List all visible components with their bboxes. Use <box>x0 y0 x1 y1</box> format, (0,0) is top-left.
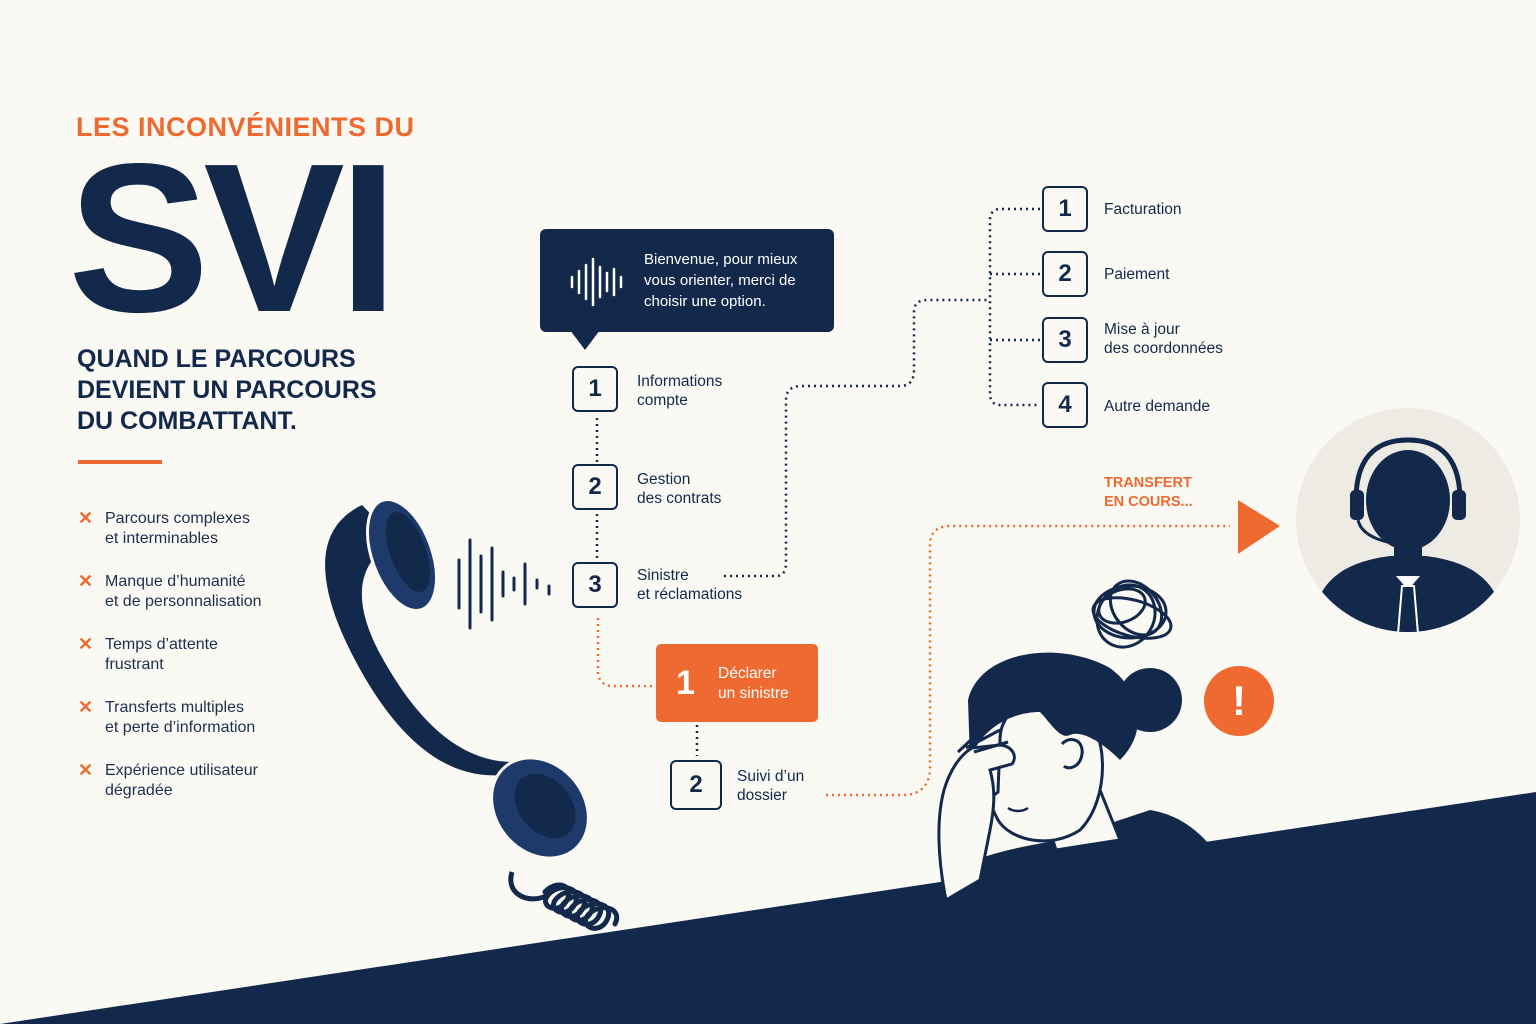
subtitle-line: QUAND LE PARCOURS <box>77 345 356 373</box>
drawback-text: Expérience utilisateur dégradée <box>105 761 258 801</box>
sub-option-1-number[interactable]: 1 <box>1042 186 1088 232</box>
option-label-line: compte <box>637 392 688 409</box>
subtitle: QUAND LE PARCOURS DEVIENT UN PARCOURS DU… <box>77 344 377 437</box>
option-label-line: Paiement <box>1104 266 1170 283</box>
accent-divider <box>78 460 162 464</box>
option-label-line: Autre demande <box>1104 398 1210 415</box>
sub-option-2-label: Paiement <box>1104 265 1169 284</box>
option-label-line: et réclamations <box>637 586 743 603</box>
cross-icon: ✕ <box>78 508 94 528</box>
transfer-status-label: TRANSFERT EN COURS... <box>1104 474 1193 512</box>
option-label-line: Sinistre <box>637 567 689 584</box>
voice-prompt-line: choisir une option. <box>644 293 766 310</box>
sub-option-3-number[interactable]: 3 <box>1042 317 1088 363</box>
option-label-line: Mise à jour <box>1104 321 1180 338</box>
navy-diagonal-band <box>0 792 1536 1024</box>
option-label-line: Informations <box>637 373 723 390</box>
voice-prompt-line: vous orienter, merci de <box>644 272 796 289</box>
drawback-line: et interminables <box>105 530 218 547</box>
call-center-agent-icon <box>1296 408 1520 632</box>
option-label-line: des contrats <box>637 490 722 507</box>
bubble-tail <box>570 330 600 350</box>
claims-option-1-highlighted[interactable]: 1 Déclarer un sinistre <box>656 644 818 722</box>
cross-icon: ✕ <box>78 760 94 780</box>
sub-option-2-number[interactable]: 2 <box>1042 251 1088 297</box>
main-option-1-label: Informations compte <box>637 372 722 410</box>
page-title: SVI <box>68 119 398 356</box>
subtitle-line: DEVIENT UN PARCOURS <box>77 376 377 404</box>
drawback-text: Temps d’attente frustrant <box>105 635 218 675</box>
sub-option-1-label: Facturation <box>1104 200 1182 219</box>
option-label-line: dossier <box>737 787 787 804</box>
transfer-arrow-icon <box>1238 500 1280 554</box>
drawback-text: Transferts multiples et perte d’informat… <box>105 698 255 738</box>
drawback-line: Temps d’attente <box>105 636 218 653</box>
orange-connectors <box>596 524 1230 797</box>
drawback-text: Manque d’humanité et de personnalisation <box>105 572 262 612</box>
drawback-line: Transferts multiples <box>105 699 244 716</box>
claims-option-1-label: Déclarer un sinistre <box>718 664 789 704</box>
drawback-line: et perte d’information <box>105 719 256 736</box>
transfer-line: TRANSFERT <box>1104 475 1192 491</box>
main-option-2-label: Gestion des contrats <box>637 470 721 508</box>
subtitle-line: DU COMBATTANT. <box>77 407 297 435</box>
drawback-line: frustrant <box>105 656 164 673</box>
sub-option-4-label: Autre demande <box>1104 397 1210 416</box>
voice-prompt-bubble: Bienvenue, pour mieux vous orienter, mer… <box>540 229 834 332</box>
telephone-handset-icon <box>325 498 620 931</box>
drawback-line: Expérience utilisateur <box>105 762 258 779</box>
option-label-line: Gestion <box>637 471 691 488</box>
transfer-line: EN COURS... <box>1104 494 1193 510</box>
cross-icon: ✕ <box>78 571 94 591</box>
option-label-line: Suivi d’un <box>737 768 805 785</box>
alert-icon: ! <box>1204 666 1274 736</box>
option-label-line: des coordonnées <box>1104 340 1223 357</box>
option-label-line: Facturation <box>1104 201 1182 218</box>
claims-option-1-number: 1 <box>676 664 695 702</box>
phone-sound-waves <box>457 538 551 630</box>
drawback-line: et de personnalisation <box>105 593 262 610</box>
confusion-scribble-icon <box>1091 579 1173 649</box>
cross-icon: ✕ <box>78 697 94 717</box>
stressed-woman-illustration <box>937 652 1270 1024</box>
claims-option-2-number[interactable]: 2 <box>670 760 722 810</box>
sub-option-4-number[interactable]: 4 <box>1042 382 1088 428</box>
flow-connectors <box>595 207 1040 756</box>
sound-wave-icon <box>570 257 623 307</box>
main-option-2-number[interactable]: 2 <box>572 464 618 510</box>
voice-prompt-line: Bienvenue, pour mieux <box>644 251 798 268</box>
option-label-line: un sinistre <box>718 685 789 702</box>
drawback-line: dégradée <box>105 782 173 799</box>
main-option-3-number[interactable]: 3 <box>572 562 618 608</box>
drawback-line: Parcours complexes <box>105 510 250 527</box>
main-option-1-number[interactable]: 1 <box>572 366 618 412</box>
kicker-title: LES INCONVÉNIENTS DU <box>76 112 415 142</box>
cross-icon: ✕ <box>78 634 94 654</box>
drawback-text: Parcours complexes et interminables <box>105 509 250 549</box>
option-label-line: Déclarer <box>718 665 777 682</box>
drawback-line: Manque d’humanité <box>105 573 246 590</box>
main-option-3-label: Sinistre et réclamations <box>637 566 742 604</box>
sub-option-3-label: Mise à jour des coordonnées <box>1104 320 1223 358</box>
voice-prompt-text: Bienvenue, pour mieux vous orienter, mer… <box>644 249 797 312</box>
claims-option-2-label: Suivi d’un dossier <box>737 767 804 805</box>
